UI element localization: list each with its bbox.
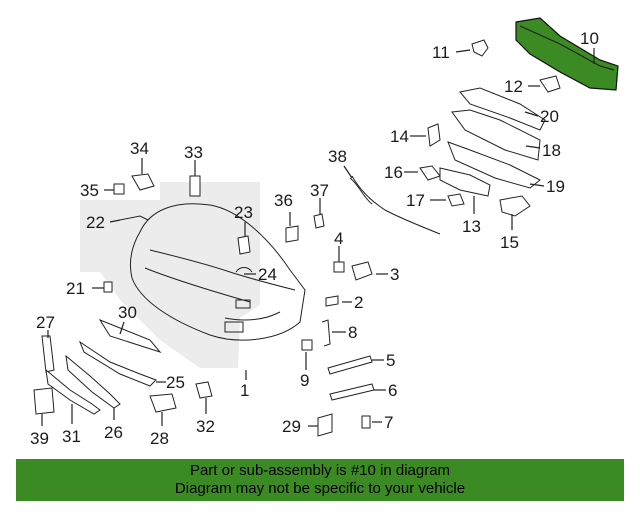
label-16: 16: [384, 163, 403, 182]
part-14-bracket[interactable]: [427, 123, 441, 147]
label-4: 4: [334, 229, 343, 248]
label-38: 38: [328, 147, 347, 166]
part-37-clip[interactable]: [313, 213, 325, 229]
part-29-trim[interactable]: [317, 413, 333, 437]
label-31: 31: [62, 427, 81, 446]
label-20: 20: [540, 107, 559, 126]
part-27-bracket[interactable]: [41, 335, 55, 373]
label-18: 18: [542, 141, 561, 160]
part-12-bracket[interactable]: [539, 75, 561, 93]
banner-line-1: Part or sub-assembly is #10 in diagram: [189, 462, 451, 479]
part-10-reinforcement[interactable]: [515, 17, 619, 91]
label-8: 8: [348, 323, 357, 342]
part-24-cable[interactable]: [235, 267, 253, 273]
part-16-guide[interactable]: [419, 165, 441, 181]
leader-lines: [41, 48, 595, 427]
part-17-guide[interactable]: [447, 193, 465, 207]
label-10: 10: [580, 29, 599, 48]
part-19-support[interactable]: [447, 141, 541, 189]
label-13: 13: [462, 217, 481, 236]
part-20-absorber[interactable]: [459, 87, 546, 131]
label-15: 15: [500, 233, 519, 252]
part-38-harness[interactable]: [351, 175, 441, 235]
part-5-strip[interactable]: [327, 355, 373, 375]
part-4-bolt[interactable]: [333, 261, 345, 273]
label-30: 30: [118, 303, 137, 322]
part-15-bracket[interactable]: [499, 195, 531, 217]
label-17: 17: [406, 191, 425, 210]
part-18-absorber[interactable]: [451, 109, 541, 161]
label-14: 14: [390, 127, 409, 146]
label-7: 7: [384, 413, 393, 432]
label-34: 34: [130, 139, 149, 158]
label-9: 9: [300, 371, 309, 390]
assembly-shade-region: [80, 182, 260, 368]
info-banner: Part or sub-assembly is #10 in diagram D…: [16, 459, 624, 501]
part-6-strip[interactable]: [329, 383, 375, 401]
label-5: 5: [386, 351, 395, 370]
part-39-plate[interactable]: [33, 387, 55, 415]
label-23: 23: [234, 203, 253, 222]
label-3: 3: [390, 265, 399, 284]
label-29: 29: [282, 417, 301, 436]
label-35: 35: [80, 181, 99, 200]
label-36: 36: [274, 191, 293, 210]
part-2-screw[interactable]: [325, 295, 339, 307]
part-35-ring[interactable]: [113, 183, 125, 195]
label-24: 24: [258, 265, 277, 284]
part-8-bracket[interactable]: [321, 319, 331, 347]
part-26-grille[interactable]: [65, 354, 121, 409]
label-28: 28: [150, 429, 169, 448]
label-22: 22: [86, 213, 105, 232]
part-22-harness[interactable]: [119, 215, 149, 221]
part-32-lamp[interactable]: [195, 381, 213, 399]
label-26: 26: [104, 423, 123, 442]
label-32: 32: [196, 417, 215, 436]
callout-labels: 10 11 12 20 14 18 16 19 17 13 15 38 37 3…: [30, 29, 599, 448]
label-12: 12: [504, 77, 523, 96]
label-39: 39: [30, 429, 49, 448]
label-11: 11: [432, 43, 450, 62]
label-37: 37: [310, 181, 329, 200]
part-11-bracket[interactable]: [471, 39, 489, 57]
part-7-clip[interactable]: [361, 415, 371, 429]
part-3-bracket[interactable]: [351, 261, 373, 281]
part-9-clip[interactable]: [301, 339, 313, 351]
part-25-grille[interactable]: [78, 340, 157, 387]
part-1-bumper-cover[interactable]: [129, 203, 306, 341]
label-6: 6: [388, 381, 397, 400]
label-21: 21: [66, 279, 85, 298]
label-1: 1: [240, 381, 249, 400]
label-27: 27: [36, 313, 55, 332]
part-34-sensor[interactable]: [131, 173, 155, 191]
part-28-lamp-cover[interactable]: [149, 393, 177, 413]
part-31-grille[interactable]: [45, 368, 101, 415]
part-30-trim[interactable]: [98, 318, 162, 353]
part-21-clip[interactable]: [103, 281, 113, 293]
label-33: 33: [184, 143, 203, 162]
part-33-cap[interactable]: [189, 175, 201, 197]
banner-line-2: Diagram may not be specific to your vehi…: [174, 480, 466, 497]
part-36-sensor[interactable]: [285, 225, 299, 243]
part-23-bracket[interactable]: [237, 235, 251, 255]
part-13-absorber[interactable]: [439, 167, 491, 197]
label-19: 19: [546, 177, 565, 196]
label-2: 2: [354, 293, 363, 312]
label-25: 25: [166, 373, 185, 392]
